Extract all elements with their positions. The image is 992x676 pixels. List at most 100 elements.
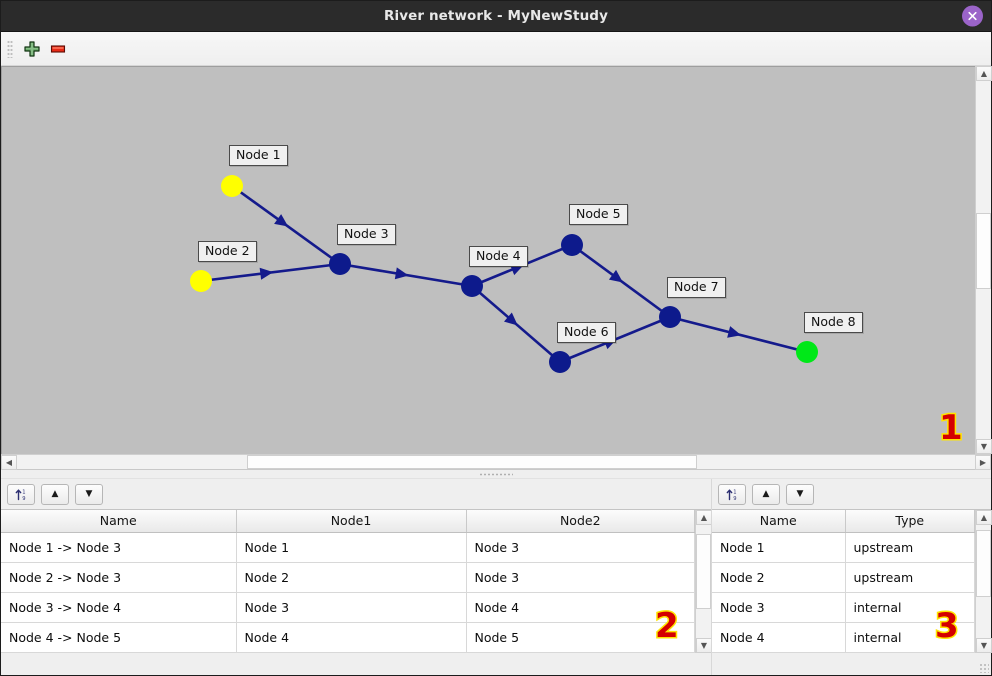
node-label-node8[interactable]: Node 8 <box>804 312 863 334</box>
table-cell[interactable]: Node 4 <box>466 592 695 623</box>
horizontal-scroll-track[interactable] <box>17 455 975 469</box>
table-cell[interactable]: Node 3 -> Node 4 <box>1 592 237 623</box>
table-cell[interactable]: Node 2 -> Node 3 <box>1 562 237 593</box>
edge-Node7-to-Node8[interactable] <box>669 315 808 354</box>
horizontal-scroll-thumb[interactable] <box>246 455 698 469</box>
reaches-vertical-scrollbar[interactable]: ▲ ▼ <box>695 510 712 653</box>
table-cell-empty[interactable] <box>712 652 846 653</box>
edge-Node4-to-Node6[interactable] <box>471 285 561 363</box>
sort-button[interactable]: 1 9 <box>718 483 746 505</box>
node-label-node6[interactable]: Node 6 <box>557 322 616 344</box>
table-cell-empty[interactable] <box>845 652 975 653</box>
edge-Node1-to-Node3[interactable] <box>231 184 341 266</box>
vertical-scroll-thumb[interactable] <box>976 529 991 598</box>
column-header-name[interactable]: Name <box>712 510 846 533</box>
scroll-up-button[interactable]: ▲ <box>696 510 712 525</box>
vertical-scroll-track[interactable] <box>696 525 711 638</box>
diagram-vertical-scrollbar[interactable]: ▲ ▼ <box>975 66 992 454</box>
graph-node-node4[interactable] <box>461 275 483 297</box>
graph-node-node5[interactable] <box>561 234 583 256</box>
sort-button[interactable]: 1 9 <box>7 483 35 505</box>
graph-node-node6[interactable] <box>549 351 571 373</box>
move-down-button[interactable]: ▼ <box>786 483 814 505</box>
edge-Node5-to-Node7[interactable] <box>571 243 671 319</box>
table-cell[interactable]: Node 1 <box>236 532 467 563</box>
table-cell[interactable]: upstream <box>845 562 975 593</box>
graph-node-node8[interactable] <box>796 341 818 363</box>
node-label-node3[interactable]: Node 3 <box>337 224 396 246</box>
scroll-down-button[interactable]: ▼ <box>696 638 712 653</box>
table-cell[interactable]: Node 3 <box>712 592 846 623</box>
node-label-node4[interactable]: Node 4 <box>469 246 528 268</box>
move-down-button[interactable]: ▼ <box>75 483 103 505</box>
table-cell[interactable]: Node 1 <box>712 532 846 563</box>
river-network-diagram[interactable]: Node 1 Node 2 Node 3 Node 4 Node 5 Node 6 Node… <box>1 66 975 454</box>
vertical-scroll-thumb[interactable] <box>976 213 991 289</box>
graph-node-node1[interactable] <box>221 175 243 197</box>
add-node-button[interactable] <box>19 36 45 62</box>
remove-node-button[interactable] <box>45 36 71 62</box>
column-header-type[interactable]: Type <box>845 510 975 533</box>
column-header-node1[interactable]: Node1 <box>236 510 467 533</box>
table-cell[interactable]: Node 3 <box>236 592 467 623</box>
edge-Node3-to-Node4[interactable] <box>339 262 473 288</box>
scroll-right-button[interactable]: ▶ <box>975 455 991 470</box>
move-up-button[interactable]: ▲ <box>752 483 780 505</box>
table-cell-empty[interactable] <box>466 652 695 653</box>
table-cell-empty[interactable] <box>236 652 467 653</box>
table-row-empty[interactable] <box>712 652 975 653</box>
nodes-vertical-scrollbar[interactable]: ▲ ▼ <box>975 510 992 653</box>
table-cell[interactable]: Node 4 <box>236 622 467 653</box>
resize-grip-icon[interactable] <box>979 663 989 673</box>
vertical-scroll-track[interactable] <box>976 81 991 439</box>
table-row-empty[interactable] <box>1 652 695 653</box>
toolbar-drag-handle[interactable] <box>7 39 13 58</box>
table-cell[interactable]: Node 3 <box>466 562 695 593</box>
graph-node-node3[interactable] <box>329 253 351 275</box>
table-cell[interactable]: Node 2 <box>712 562 846 593</box>
table-cell[interactable]: Node 1 -> Node 3 <box>1 532 237 563</box>
table-cell[interactable]: internal <box>845 622 975 653</box>
graph-node-node2[interactable] <box>190 270 212 292</box>
move-up-button[interactable]: ▲ <box>41 483 69 505</box>
table-cell[interactable]: Node 4 <box>712 622 846 653</box>
graph-node-node7[interactable] <box>659 306 681 328</box>
node-label-node7[interactable]: Node 7 <box>667 277 726 299</box>
diagram-horizontal-scrollbar[interactable]: ◀ ▶ <box>1 454 991 470</box>
scroll-down-button[interactable]: ▼ <box>976 439 992 454</box>
table-cell[interactable]: Node 4 -> Node 5 <box>1 622 237 653</box>
table-cell[interactable]: Node 3 <box>466 532 695 563</box>
close-button[interactable] <box>962 5 983 27</box>
panel-splitter[interactable] <box>1 470 991 479</box>
node-label-node2[interactable]: Node 2 <box>198 241 257 263</box>
table-cell-empty[interactable] <box>1 652 237 653</box>
vertical-scroll-thumb[interactable] <box>696 534 711 609</box>
node-label-node1[interactable]: Node 1 <box>229 145 288 167</box>
column-header-node2[interactable]: Node2 <box>466 510 695 533</box>
table-cell[interactable]: Node 2 <box>236 562 467 593</box>
edge-Node2-to-Node3[interactable] <box>200 262 341 283</box>
table-cell[interactable]: internal <box>845 592 975 623</box>
scroll-up-button[interactable]: ▲ <box>976 66 992 81</box>
table-cell[interactable]: Node 5 <box>466 622 695 653</box>
scroll-left-button[interactable]: ◀ <box>1 455 17 470</box>
node-label-node5[interactable]: Node 5 <box>569 204 628 226</box>
vertical-scroll-track[interactable] <box>976 525 991 638</box>
scroll-up-button[interactable]: ▲ <box>976 510 992 525</box>
table-cell[interactable]: upstream <box>845 532 975 563</box>
column-header-name[interactable]: Name <box>1 510 237 533</box>
